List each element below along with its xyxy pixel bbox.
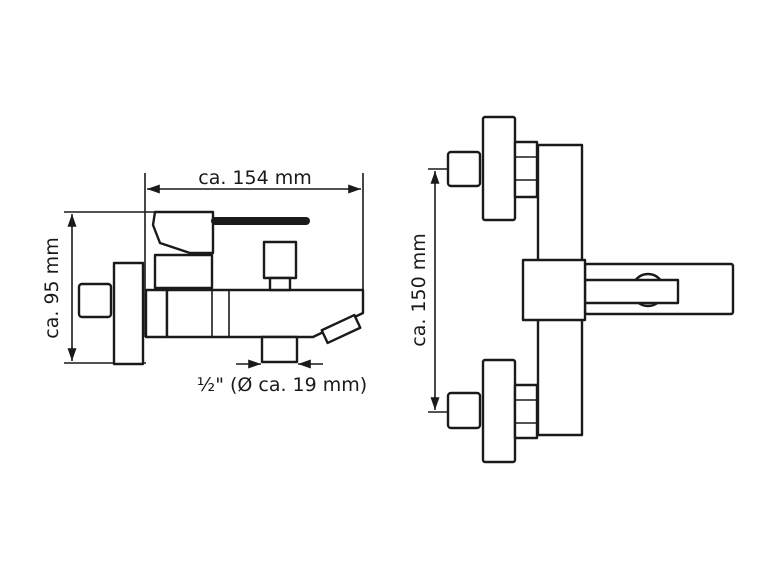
center-block — [521, 258, 587, 322]
width-label: ca. 154 mm — [198, 167, 312, 189]
bottom-connection — [260, 335, 299, 364]
connection-dimension: ½" (Ø ca. 19 mm) — [197, 359, 367, 396]
wall-plate — [112, 261, 145, 366]
diverter-knob — [262, 240, 298, 280]
bottom-plate — [481, 358, 517, 464]
top-knob — [446, 150, 482, 188]
bottom-knob — [446, 391, 482, 430]
diverter-stem — [268, 276, 292, 292]
lever-head — [151, 210, 215, 255]
side-view: ca. 154 mm ca. 95 mm ½" (Ø ca. 19 mm) — [41, 167, 367, 396]
spout-outlet — [320, 313, 362, 345]
height-label: ca. 95 mm — [41, 237, 63, 338]
bottom-nut — [513, 383, 539, 440]
collar — [153, 253, 214, 290]
connection-label: ½" (Ø ca. 19 mm) — [197, 374, 367, 396]
wall-knob — [77, 282, 113, 319]
lever-handle — [583, 278, 680, 305]
top-nut — [513, 140, 539, 199]
spacing-label: ca. 150 mm — [408, 233, 430, 347]
nut — [144, 288, 169, 339]
top-plate — [481, 115, 517, 222]
spacing-dimension: ca. 150 mm — [408, 168, 450, 413]
front-view: ca. 150 mm — [408, 115, 735, 464]
